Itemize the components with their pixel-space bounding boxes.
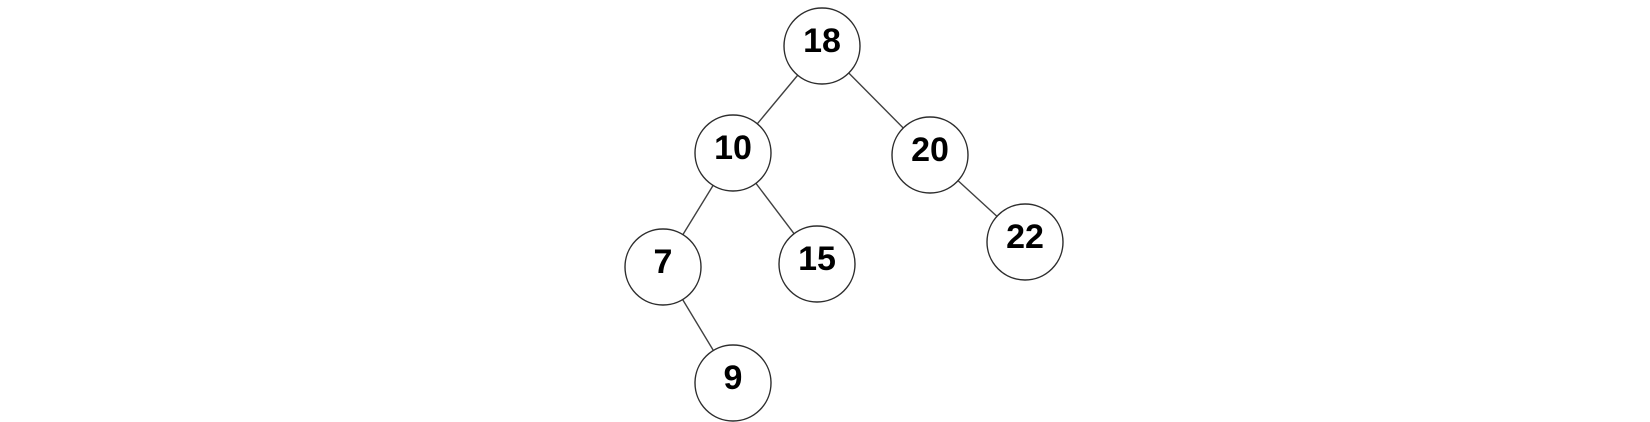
node-label-7: 7	[654, 243, 673, 281]
tree-node-7: 7	[624, 228, 702, 306]
tree-node-20: 20	[891, 116, 969, 194]
tree-node-18: 18	[783, 7, 861, 85]
node-label-9: 9	[724, 359, 743, 397]
node-circle-22	[986, 203, 1064, 281]
node-circle-20	[891, 116, 969, 194]
tree-node-9: 9	[694, 344, 772, 422]
tree-node-10: 10	[694, 114, 772, 192]
node-label-20: 20	[911, 131, 949, 169]
node-label-18: 18	[803, 22, 841, 60]
node-circle-10	[694, 114, 772, 192]
tree-node-22: 22	[986, 203, 1064, 281]
node-circle-7	[624, 228, 702, 306]
node-circle-15	[778, 225, 856, 303]
node-label-10: 10	[714, 129, 752, 167]
node-circle-9	[694, 344, 772, 422]
tree-node-15: 15	[778, 225, 856, 303]
nodes-layer: 18 10 20 7 15 22 9	[624, 7, 1064, 422]
node-label-15: 15	[798, 240, 836, 278]
node-label-22: 22	[1006, 218, 1044, 256]
edges-layer	[662, 45, 1026, 384]
node-circle-18	[783, 7, 861, 85]
